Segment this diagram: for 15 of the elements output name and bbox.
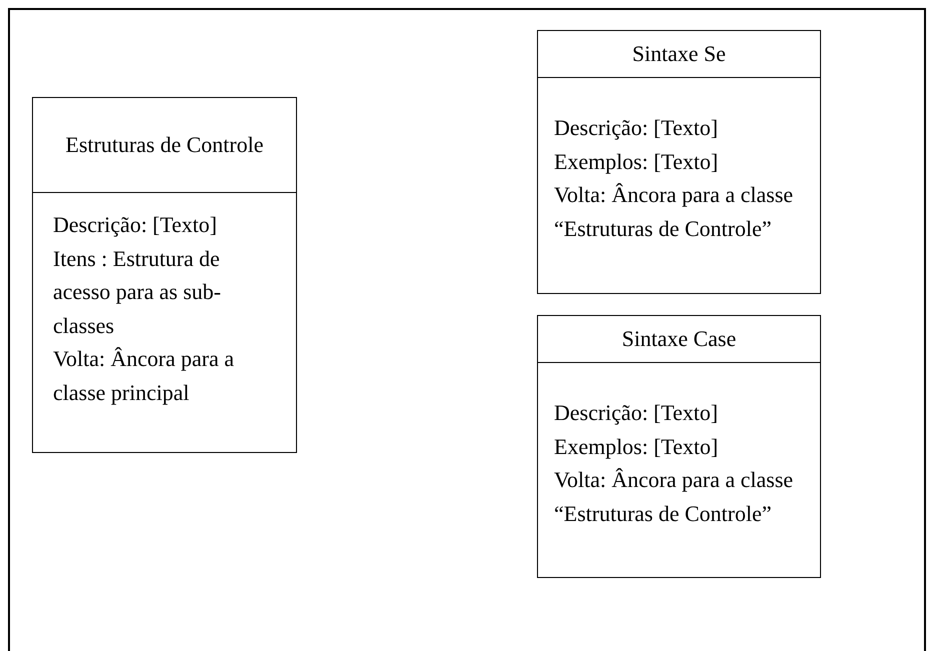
attribute-text: Exemplos: [Texto] [554, 432, 720, 461]
attribute-text: Volta: Âncora para a classe principal [53, 345, 236, 407]
class-name: Sintaxe Se [632, 40, 726, 68]
class-name: Sintaxe Case [622, 325, 736, 354]
class-box [537, 30, 821, 294]
class-box [537, 315, 821, 578]
attribute-text: Descrição: [Texto] [554, 399, 719, 427]
attribute-text: Itens : Estrutura de acesso para as sub-classes [53, 244, 222, 340]
attribute-text: Volta: Âncora para a classe “Estruturas de Controle” [554, 466, 794, 528]
attribute-text: Exemplos: [Texto] [554, 148, 720, 176]
class-box [32, 97, 297, 453]
class-name: Estruturas de Controle [66, 131, 264, 160]
attribute-text: Descrição: [Texto] [554, 114, 719, 142]
attribute-text: Descrição: [Texto] [53, 211, 218, 239]
attribute-text: Volta: Âncora para a classe “Estruturas de Controle” [554, 181, 794, 242]
